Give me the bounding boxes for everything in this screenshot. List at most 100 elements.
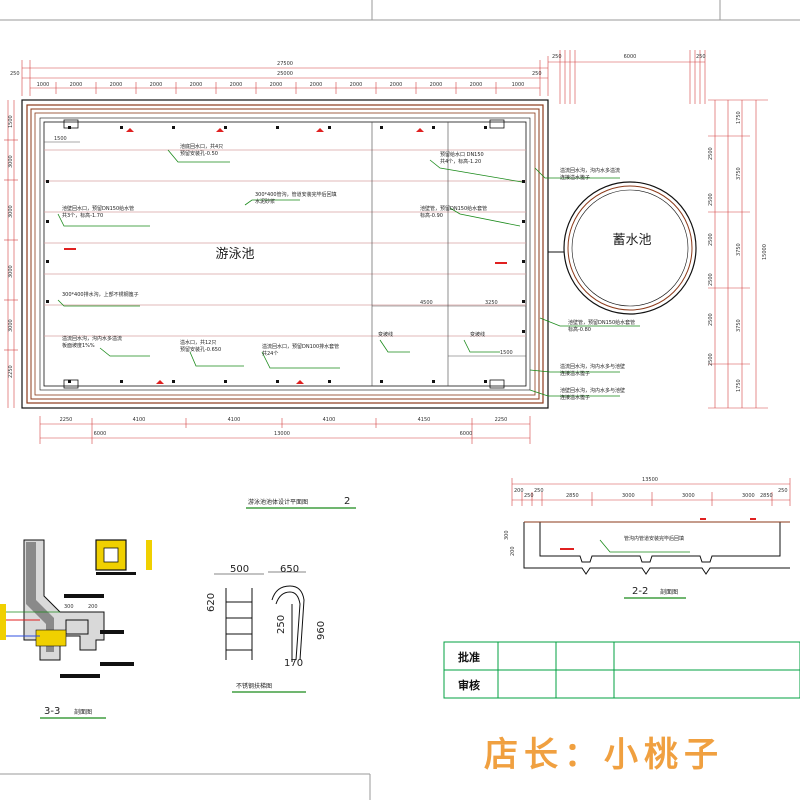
- dim-s22-total: 13500: [642, 477, 658, 483]
- dim-top-seg: 1000: [512, 82, 525, 88]
- ladder-title: 不锈钢扶梯图: [236, 682, 272, 690]
- dim-top-seg: 2000: [390, 82, 403, 88]
- dim-right-sub: 2500: [708, 193, 714, 206]
- dim-tank-right: 250: [696, 54, 706, 60]
- dim-right-seg: 1750: [736, 111, 742, 124]
- plan-note: 溢流回水沟，沟内水多溢流: [560, 167, 620, 174]
- section-33-inset: [95, 539, 152, 575]
- dim-bottom-seg: 4150: [418, 417, 431, 423]
- pool-label: 游泳池: [215, 247, 254, 262]
- section-22-markers: [560, 518, 756, 550]
- pool-red-markers: [64, 128, 507, 384]
- dim-bottom-total: 6000: [94, 431, 107, 437]
- plan-note: 300*400管沟，管道安装完毕后回填: [255, 191, 337, 198]
- dim-s22: 2850: [760, 493, 773, 499]
- dim-right-total: 15000: [762, 244, 768, 260]
- dim-gap: 250: [552, 54, 562, 60]
- dim-s22-left: 200: [510, 546, 516, 556]
- top-dimension-ticks: [21, 50, 706, 104]
- ladder-dim: 960: [316, 621, 327, 640]
- dim-top-seg: 2000: [430, 82, 443, 88]
- dim-inner: 1500: [54, 136, 67, 142]
- pool-wall-drains: [46, 126, 525, 383]
- right-dimension-chain: [708, 99, 768, 409]
- dim-inner: 4500: [420, 300, 433, 306]
- section-22-title: 2-2: [632, 586, 648, 597]
- dim-s22: 2850: [566, 493, 579, 499]
- dim-bottom-seg: 4100: [133, 417, 146, 423]
- left-dimension-chain: [4, 100, 18, 408]
- dim-bottom-total: 13000: [274, 431, 290, 437]
- dim-s22-left: 300: [504, 530, 510, 540]
- plan-note-line2: 标高-0.80: [568, 326, 591, 333]
- title-block: [443, 641, 800, 699]
- plan-note: 溢流回水沟，沟内水多溢流: [62, 335, 122, 342]
- section-22-note: 管沟内管道安装完毕后回填: [624, 535, 684, 542]
- dim-inner: 1500: [500, 350, 513, 356]
- dim-pool-length: 25000: [277, 71, 293, 77]
- dim-left-seg: 3000: [8, 155, 14, 168]
- dim-top-seg: 2000: [110, 82, 123, 88]
- plan-note: 池壁回水口，预留DN150给水管: [62, 205, 134, 212]
- dim-bottom-seg: 2250: [495, 417, 508, 423]
- ladder-dim: 620: [206, 593, 217, 612]
- dim-s22: 3000: [622, 493, 635, 499]
- plan-note: 溢流回水口，预留DN100排水套管: [262, 343, 339, 350]
- plan-note-line2: 连接溢水篦子: [560, 370, 590, 377]
- note-leaders: [57, 149, 640, 397]
- dim-top-seg: 2000: [230, 82, 243, 88]
- dim-s22: 250: [534, 488, 544, 494]
- dim-left-seg: 3000: [8, 265, 14, 278]
- ladder-dim: 250: [276, 615, 287, 634]
- section-22-dims: [511, 478, 791, 506]
- ladder-front-view: [214, 573, 264, 660]
- top-dimension-chain: [22, 61, 705, 89]
- plan-note-line2: 共4个，标高-1.20: [440, 158, 481, 165]
- plan-note-line2: 连接溢水篦子: [560, 394, 590, 401]
- pool-lane-lines: [44, 149, 526, 337]
- dim-s22: 250: [778, 488, 788, 494]
- plan-note: 变坡线: [378, 331, 393, 338]
- plan-note: 池壁管，预留DN150给水套管: [420, 205, 487, 212]
- shop-watermark: 店长：小桃子: [484, 735, 724, 775]
- dim-right-seg: 3750: [736, 167, 742, 180]
- dim-top-seg: 2000: [190, 82, 203, 88]
- pool-slope-lines: [371, 122, 449, 386]
- dim-pool-left-wall: 250: [10, 71, 20, 77]
- dim-right-sub: 2500: [708, 313, 714, 326]
- dim-s33: 200: [88, 604, 98, 610]
- dim-top-seg: 2000: [350, 82, 363, 88]
- bottom-dimension-chain: [39, 416, 531, 444]
- dim-top-seg: 2000: [310, 82, 323, 88]
- dim-bottom-seg: 2250: [60, 417, 73, 423]
- dim-right-seg: 3750: [736, 243, 742, 256]
- dim-right-sub: 2500: [708, 353, 714, 366]
- plan-note-line2: 共3个，标高-1.70: [62, 212, 103, 219]
- dim-overall-length: 27500: [277, 61, 293, 67]
- plan-note: 池底回水口，共4只: [180, 143, 223, 150]
- section-22-profile: [523, 521, 790, 575]
- section-33-detail: [0, 539, 134, 678]
- dim-left-seg: 2250: [8, 365, 14, 378]
- plan-note: 预留给水口 DN150: [440, 151, 484, 158]
- dim-s22: 250: [524, 493, 534, 499]
- dim-bottom-total: 6000: [460, 431, 473, 437]
- plan-note-line2: 共24个: [262, 350, 278, 357]
- plan-note: 300*400排水沟，上部不锈钢篦子: [62, 291, 139, 298]
- dim-s22: 3000: [682, 493, 695, 499]
- ladder-side-view: [268, 571, 306, 662]
- dim-right-sub: 2500: [708, 147, 714, 160]
- pool-ladder-marks: [63, 119, 505, 389]
- dim-right-seg: 1750: [736, 379, 742, 392]
- inner-dimension-lines: [44, 141, 526, 357]
- dim-inner: 3250: [485, 300, 498, 306]
- plan-note: 溢流回水沟，沟内水多与池壁: [560, 363, 625, 370]
- dim-s22: 200: [514, 488, 524, 494]
- plan-title-number: 2: [344, 496, 350, 507]
- plan-note: 池壁管，预留DN150给水套管: [568, 319, 635, 326]
- plan-note: 溢水口，共12只: [180, 339, 216, 346]
- dim-top-seg: 2000: [70, 82, 83, 88]
- pool-outline: [21, 99, 549, 409]
- ladder-dim: 170: [284, 658, 303, 669]
